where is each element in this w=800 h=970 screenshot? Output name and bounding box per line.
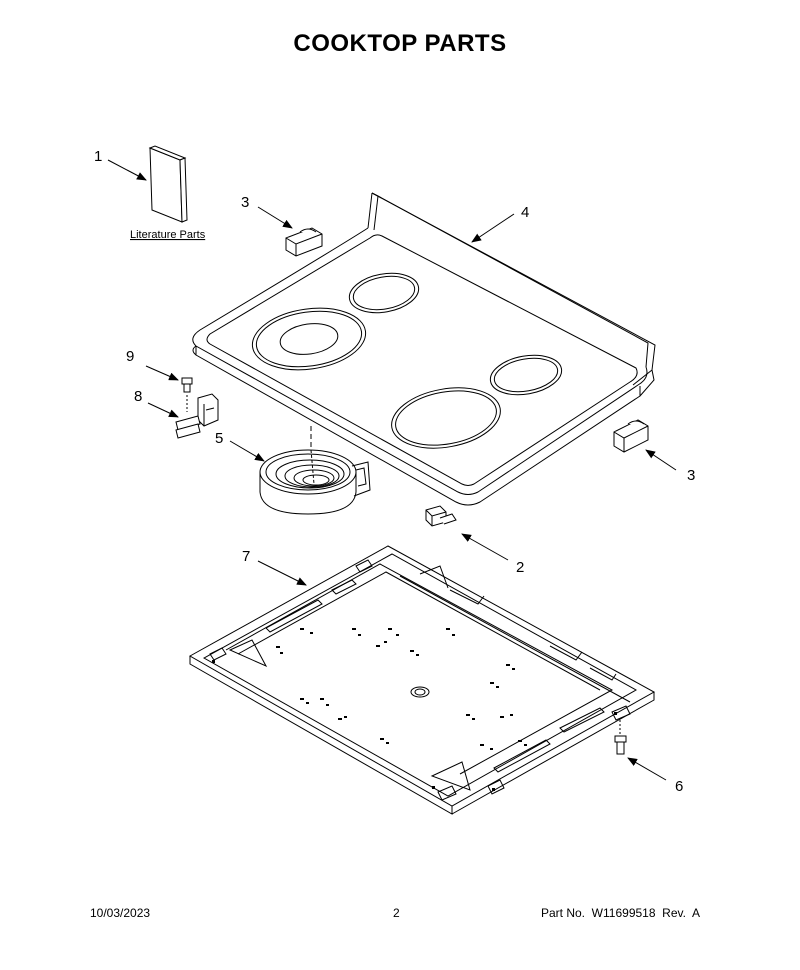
callout-3-lower: 3 [687, 467, 695, 484]
callout-9: 9 [126, 348, 134, 365]
callout-3-upper: 3 [241, 194, 249, 211]
page-title: COOKTOP PARTS [293, 30, 507, 57]
callout-leaders [107, 159, 677, 781]
terminal-block-part-8[interactable] [175, 393, 219, 439]
callout-6: 6 [675, 778, 683, 795]
radiant-surface-element[interactable] [259, 426, 371, 515]
callout-8: 8 [134, 388, 142, 405]
burner-box-panel[interactable] [188, 545, 656, 815]
callout-4: 4 [521, 204, 529, 221]
footer-date: 10/03/2023 [90, 906, 151, 920]
screw-part-9[interactable] [181, 377, 193, 412]
cooktop-bracket-right[interactable] [613, 419, 649, 453]
panel-mounting-holes [212, 628, 617, 791]
callout-1: 1 [94, 148, 102, 165]
screw-part-6[interactable] [614, 720, 627, 755]
burner-rings [251, 272, 563, 449]
cooktop-bracket-left[interactable] [285, 227, 323, 257]
literature-parts-label: Literature Parts [130, 229, 206, 241]
cooktop-main-top[interactable] [192, 192, 656, 506]
callout-numbers: 1 3 4 9 8 5 3 2 7 6 [94, 148, 695, 795]
footer-page-number: 2 [393, 906, 400, 920]
literature-parts-booklet[interactable] [148, 145, 188, 223]
callout-5: 5 [215, 430, 223, 447]
footer-part-number: Part No. W11699518 Rev. A [541, 906, 700, 920]
callout-7: 7 [242, 548, 250, 565]
cooktop-hold-down-bracket[interactable] [425, 505, 457, 527]
callout-2: 2 [516, 559, 524, 576]
